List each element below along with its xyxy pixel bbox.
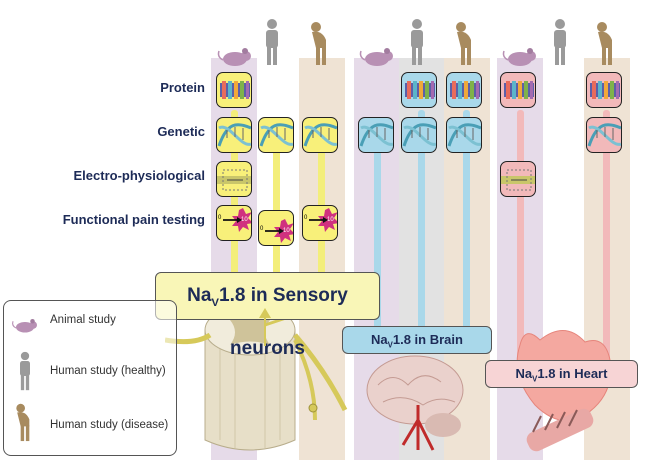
ion-channel-protein-icon bbox=[586, 72, 622, 108]
spinal-cord-illustration bbox=[165, 304, 348, 451]
ion-channel-protein-icon bbox=[216, 72, 252, 108]
pain-arrow-icon: 0 10 bbox=[216, 205, 252, 241]
standing-person-icon bbox=[20, 351, 30, 391]
up-arrow-icon bbox=[259, 308, 271, 346]
standing-person-icon bbox=[411, 19, 423, 65]
heart-illustration bbox=[516, 330, 612, 452]
patch-clamp-icon bbox=[216, 161, 252, 197]
brain-prefix: Na bbox=[371, 332, 388, 347]
row-label-protein: Protein bbox=[160, 80, 205, 95]
pain-arrow-icon: 0 10 bbox=[302, 205, 338, 241]
dna-helix-icon bbox=[216, 117, 252, 153]
heart-suffix: 1.8 in Heart bbox=[537, 366, 608, 381]
dna-helix-icon bbox=[401, 117, 437, 153]
heart-line bbox=[603, 110, 610, 360]
dna-helix-icon bbox=[586, 117, 622, 153]
legend: Animal study Human study (healthy) Human… bbox=[3, 300, 177, 456]
brain-sub: V bbox=[387, 340, 393, 350]
ion-channel-protein-icon bbox=[446, 72, 482, 108]
pain-scale-high: 10 bbox=[327, 217, 334, 223]
heart-box: NaV1.8 in Heart bbox=[485, 360, 638, 388]
dna-helix-icon bbox=[446, 117, 482, 153]
legend-label-healthy: Human study (healthy) bbox=[50, 365, 166, 377]
mouse-icon bbox=[359, 48, 393, 66]
hunched-person-icon bbox=[597, 22, 612, 65]
standing-person-icon bbox=[554, 19, 566, 65]
row-label-electrophysiological: Electro-physiological bbox=[73, 168, 205, 183]
ion-channel-protein-icon bbox=[500, 72, 536, 108]
legend-label-disease: Human study (disease) bbox=[50, 419, 169, 431]
dna-helix-icon bbox=[258, 117, 294, 153]
sensory-neurons-prefix: Na bbox=[187, 285, 212, 306]
brain-line bbox=[418, 110, 425, 335]
brain-line bbox=[374, 140, 381, 335]
mouse-icon bbox=[217, 48, 251, 66]
dna-helix-icon bbox=[358, 117, 394, 153]
pain-scale-high: 10 bbox=[283, 228, 290, 234]
pain-arrow-icon: 0 10 bbox=[258, 210, 294, 246]
pain-scale-low: 0 bbox=[304, 215, 308, 221]
heart-prefix: Na bbox=[515, 366, 533, 381]
sensory-neurons-suffix: 1.8 in Sensory neurons bbox=[219, 285, 348, 359]
pain-scale-low: 0 bbox=[260, 226, 264, 232]
row-label-genetic: Genetic bbox=[157, 124, 205, 139]
standing-person-icon bbox=[266, 19, 278, 65]
hunched-person-icon bbox=[16, 403, 30, 442]
mouse-icon bbox=[502, 48, 536, 66]
brain-line bbox=[463, 110, 470, 335]
heart-line bbox=[517, 110, 524, 360]
hunched-person-icon bbox=[311, 22, 326, 65]
dna-helix-icon bbox=[302, 117, 338, 153]
legend-label-animal: Animal study bbox=[50, 314, 116, 326]
pain-scale-high: 10 bbox=[241, 217, 248, 223]
sensory-neurons-box: NaV1.8 in Sensory neurons bbox=[155, 272, 380, 359]
row-label-functional-pain-testing: Functional pain testing bbox=[62, 212, 205, 227]
brain-illustration bbox=[366, 355, 464, 451]
hunched-person-icon bbox=[456, 22, 471, 65]
brain-suffix: 1.8 in Brain bbox=[392, 332, 463, 347]
brain-box: NaV1.8 in Brain bbox=[342, 326, 492, 354]
patch-clamp-icon bbox=[500, 161, 536, 197]
sensory-neurons-sub: V bbox=[211, 296, 220, 309]
pain-scale-low: 0 bbox=[218, 215, 222, 221]
mouse-icon bbox=[12, 319, 37, 333]
heart-sub: V bbox=[532, 374, 538, 384]
ion-channel-protein-icon bbox=[401, 72, 437, 108]
